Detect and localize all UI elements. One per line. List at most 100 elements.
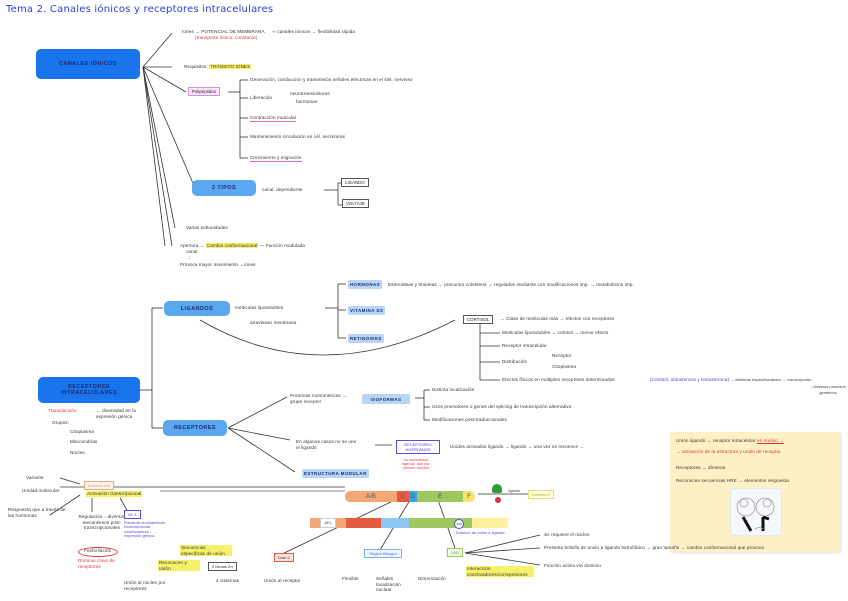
tres-tipos-label: 3 TIPOS	[211, 185, 237, 191]
tipo-ligando-box[interactable]: LIGANDO	[341, 178, 369, 187]
cortisol-purple-note: (Cortisol, aldosterona y testosterona)	[650, 377, 730, 382]
vitamina-d3-label: VITAMINA D3	[350, 308, 384, 313]
iones-arrow-text: ⇨ canales iónicos → flexibilidad rápida	[272, 29, 355, 35]
af1-box[interactable]: AF-1	[124, 510, 141, 519]
lower-f	[472, 518, 509, 528]
left-note-3: Regulación ↓ diversos mecanismos post-tr…	[78, 514, 126, 531]
note-line-1: Unión ligando → receptor intracelular en…	[676, 438, 784, 444]
dedos-zn-box[interactable]: 2 Dedos Zn	[208, 562, 237, 571]
polipeptidos-box[interactable]: Polipéptidos	[188, 87, 220, 96]
dominio-f-box[interactable]: Dominio F	[528, 490, 555, 499]
varias-subunidades-text: Varias subunidades	[186, 225, 228, 230]
ligand-label: ligando	[508, 489, 521, 493]
rama-1: En algunos casos no se une el ligando	[296, 439, 357, 450]
receptores-intracelulares-node[interactable]: RECEPTORES INTRACELULARES	[38, 377, 140, 403]
left-note-4: Fosforilación	[84, 548, 112, 553]
moleculas-sub-text: atraviesan membrana	[250, 320, 297, 325]
transduccion-red: Transducción	[48, 408, 77, 413]
retinoides-tag[interactable]: RETINOIDES	[348, 334, 384, 343]
lower-ab-1	[310, 518, 320, 528]
ligand-green-icon	[492, 484, 502, 493]
domain-d[interactable]: D	[409, 491, 417, 502]
grupo-item-0: Citoplasma	[70, 429, 94, 434]
ligandos-node[interactable]: LIGANDOS	[164, 301, 230, 316]
dominio-c-highlight: Secuencias específicas de unión	[180, 545, 232, 557]
domain-e[interactable]: E	[417, 491, 463, 502]
cortisol-box[interactable]: CORTISOL	[463, 315, 494, 324]
cortisol-tail-sub: ↓ diversos procesos genéticos	[810, 385, 846, 395]
receptor-sketch-image	[730, 488, 782, 536]
grupo-item-1: Mitocondrias	[70, 439, 98, 444]
left-note-1: Unidad molecular	[22, 488, 60, 493]
isoforma-item-1: Usos promotores o genes del splicing de …	[432, 404, 572, 409]
domain-c[interactable]: C	[397, 491, 409, 502]
tres-tipos-node[interactable]: 3 TIPOS	[192, 180, 256, 196]
page-title: Tema 2. Canales iónicos y receptores int…	[6, 4, 274, 15]
poli-item-1: Liberación	[250, 95, 273, 100]
af1-purple-note: Presenta reclutamiento transcripcional c…	[124, 521, 166, 539]
region-bisagra-box[interactable]: Región Bisagra	[364, 549, 402, 558]
af2-label: AF2	[454, 519, 465, 529]
modular-domain-bar-lower: AF1 AF2	[310, 518, 509, 529]
ligand-red-icon	[495, 497, 501, 503]
dna-note-1: Unión al núcleo por receptores	[124, 580, 166, 591]
dna-note-3: Unión al receptor	[264, 578, 301, 583]
domain-ab[interactable]: A/B	[345, 491, 397, 502]
lbd-purple-note: Dominio de unión a ligando	[456, 531, 505, 535]
grupos-label: Grupos:	[52, 420, 70, 425]
receptores-label: RECEPTORES	[173, 425, 217, 431]
arrow-icon: ⇨	[272, 29, 278, 34]
apertura-sub3: Provoca mayor movimiento →iones	[180, 262, 256, 267]
retinoides-label: RETINOIDES	[350, 336, 382, 341]
receptores-huerfanos-box[interactable]: RECEPTORES HUÉRFANOS	[396, 440, 440, 454]
note-line-4: Reconocen secuencias HRE → elementos res…	[676, 478, 789, 483]
dna-note-0: Reconocen y unión	[158, 560, 200, 572]
right-item-1: Presenta bolsillo de unión a ligando hid…	[544, 545, 764, 550]
requisitos-text: Requisitos: TRÁNSITO IONES	[184, 64, 252, 70]
isoforma-item-0: Distinta localización	[432, 387, 475, 392]
lbd-highlight: Interacción coactivadores/correpresores	[466, 566, 534, 578]
hormonas-tag[interactable]: HORMONAS	[348, 280, 383, 289]
note-line-1-text: Unión ligando → receptor intracelular	[676, 438, 756, 443]
isoformas-tag[interactable]: ISOFORMAS	[362, 394, 410, 404]
hormonas-label: HORMONAS	[350, 282, 381, 287]
apertura-label: Apertura	[180, 243, 199, 248]
requisitos-highlight: TRÁNSITO IONES	[209, 64, 252, 69]
canales-ionicos-node[interactable]: CANALES IÓNICOS	[36, 49, 140, 79]
iones-arrow-label: canales iónicos → flexibilidad rápida	[277, 29, 356, 34]
domain-f[interactable]: F	[463, 491, 475, 502]
fosforilacion-oval	[78, 547, 118, 557]
apertura-rest: — Función modulada	[259, 243, 306, 248]
note-line-3: Receptores → dímeros	[676, 465, 726, 470]
estructura-modular-tag[interactable]: ESTRUCTURA MODULAR	[302, 469, 369, 478]
apertura-text: Apertura → Cambio conformacional — Funci…	[180, 243, 306, 248]
huerfanos-text: Unidos activados ligando → ligando → una…	[450, 444, 585, 449]
requisitos-label: Requisitos:	[184, 64, 208, 69]
lower-c	[345, 518, 382, 528]
poli-item-2: neurotransmisores	[290, 91, 330, 96]
hormonas-text: Esteroideas y tiroideas → precursor cole…	[388, 282, 634, 287]
dom-d-item-1: Señales localización nuclear	[376, 576, 401, 593]
receptor-dimer-icon	[736, 497, 775, 532]
apertura-sub1: canal	[186, 249, 198, 254]
modular-domain-bar: A/B C D E F	[345, 491, 475, 502]
isoformas-label: ISOFORMAS	[370, 396, 402, 402]
left-note-0: Variante	[26, 475, 44, 480]
cortisol-text: → Clase de moléculas más → efectos con r…	[500, 316, 615, 321]
ligandos-label: LIGANDOS	[180, 305, 214, 312]
rama-0: Proteínas monoméricas → grupo receptor	[290, 393, 347, 404]
lbd-box[interactable]: LBD	[447, 548, 463, 557]
dominio-c-box[interactable]: Dom C	[274, 553, 295, 562]
receptores-node[interactable]: RECEPTORES	[163, 420, 227, 436]
receptores-intracelulares-label: RECEPTORES INTRACELULARES	[60, 384, 118, 396]
apertura-highlight: Cambio conformacional	[205, 243, 259, 248]
moleculas-text: moléculas liposolubles	[235, 305, 284, 310]
vitamina-d3-tag[interactable]: VITAMINA D3	[348, 306, 386, 315]
poli-item-0: Generación, conducción y transmisión señ…	[250, 77, 413, 82]
estructura-modular-label: ESTRUCTURA MODULAR	[304, 471, 367, 476]
dominio-ab-box[interactable]: Dominio A/B	[84, 481, 115, 490]
tipo-voltaje-box[interactable]: VOLTAJE	[342, 199, 369, 208]
left-note-2: Respuesta que a través de las hormonas	[8, 507, 66, 518]
tipos-arrow-text: canal. dependiente	[262, 187, 303, 192]
dom-d-item-2: Dimerización	[418, 576, 446, 581]
